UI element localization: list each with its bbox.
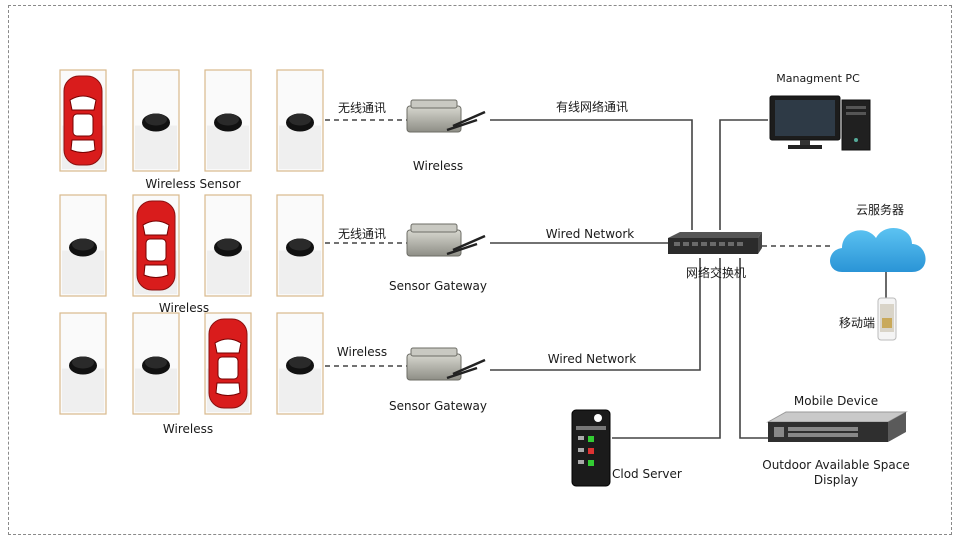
wireless-sensor-icon xyxy=(214,238,242,257)
car-icon xyxy=(208,318,248,409)
mobile-label: 移动端 xyxy=(838,316,876,330)
parking-stall xyxy=(59,69,107,172)
gateway-label-3: Sensor Gateway xyxy=(389,399,487,413)
gateway-icon xyxy=(406,99,486,133)
parking-stall xyxy=(132,194,180,297)
display-label-line1: Outdoor Available Space xyxy=(762,458,910,472)
sensor-label-row2: Wireless xyxy=(158,301,210,315)
parking-stall xyxy=(276,312,324,415)
parking-stall xyxy=(204,312,252,415)
wireless-sensor-icon xyxy=(69,356,97,375)
gateway-label-1: Wireless xyxy=(412,159,464,173)
parking-stall xyxy=(59,194,107,297)
rack-server-icon xyxy=(766,411,908,442)
remote-link xyxy=(612,258,721,439)
wired-link-row1 xyxy=(490,119,693,230)
parking-stall xyxy=(59,312,107,415)
sensor-label-row3: Wireless xyxy=(162,422,214,436)
wireless-sensor-icon xyxy=(286,356,314,375)
parking-stall xyxy=(204,69,252,172)
parking-stall xyxy=(132,69,180,172)
wireless-link-label-row1: 无线通讯 xyxy=(337,101,387,115)
wireless-sensor-icon xyxy=(142,356,170,375)
parking-stall xyxy=(204,194,252,297)
parking-stall xyxy=(276,194,324,297)
sensor-label-row1: Wireless Sensor xyxy=(145,177,241,191)
car-icon xyxy=(63,75,103,166)
network-switch-icon xyxy=(668,232,762,254)
wired-link-row3 xyxy=(490,258,701,371)
wired-links xyxy=(490,119,887,439)
wired-label-1: 有线网络通讯 xyxy=(555,100,629,114)
parking-stall xyxy=(132,312,180,415)
remote-display-icon xyxy=(571,409,611,487)
server-link xyxy=(739,258,768,439)
diagram-frame xyxy=(8,5,952,535)
parking-stall xyxy=(276,69,324,172)
pc-label: Managment PC xyxy=(776,72,860,85)
cloud-label: 云服务器 xyxy=(855,203,905,217)
parking-lot xyxy=(59,69,324,415)
mobile-phone-icon xyxy=(877,297,897,341)
cloud-server-icon xyxy=(830,227,926,272)
gateway-icon xyxy=(406,223,486,257)
wireless-link-label-row2: 无线通讯 xyxy=(337,227,387,241)
wireless-sensor-icon xyxy=(286,238,314,257)
management-pc-icon xyxy=(769,95,871,151)
display-label-line2: Display xyxy=(813,473,859,487)
wireless-link-label-row3: Wireless xyxy=(336,345,388,359)
gateway-icon xyxy=(406,347,486,381)
switch-label: 网络交换机 xyxy=(685,266,747,280)
gateway-label-2: Sensor Gateway xyxy=(389,279,487,293)
wired-label-3: Wired Network xyxy=(547,352,637,366)
remote-label: Clod Server xyxy=(612,467,682,481)
pc-link xyxy=(719,119,768,230)
wireless-sensor-icon xyxy=(286,113,314,132)
wireless-sensor-icon xyxy=(69,238,97,257)
wired-label-2: Wired Network xyxy=(545,227,635,241)
car-icon xyxy=(136,200,176,291)
wireless-sensor-icon xyxy=(214,113,242,132)
server-label: Mobile Device xyxy=(793,394,879,408)
wireless-sensor-icon xyxy=(142,113,170,132)
wireless-links xyxy=(325,119,832,367)
